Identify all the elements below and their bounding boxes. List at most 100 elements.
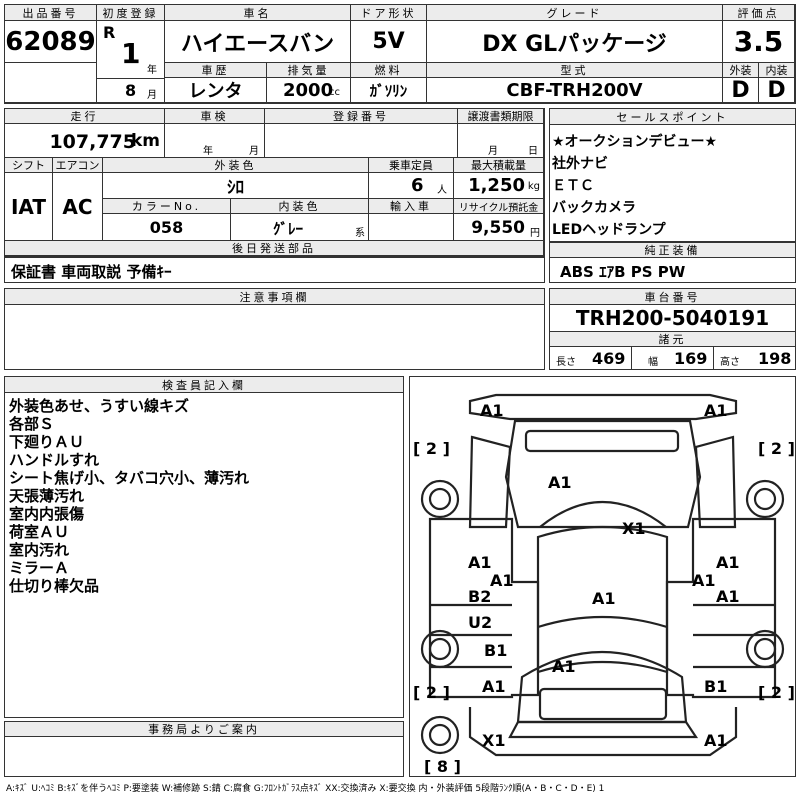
roof-outline	[536, 525, 669, 674]
interior-color-cell: ｸﾞﾚｰ 系	[231, 214, 369, 241]
mileage-value: 107,775	[49, 131, 136, 153]
door-type-value: 5V	[351, 21, 427, 63]
history-value: レンタ	[165, 78, 267, 103]
damage-mark: A1	[716, 553, 740, 572]
inspector-note-line: 天張薄汚れ	[9, 487, 85, 505]
transfer-day-unit: 日	[528, 146, 538, 157]
inspector-note-line: 外装色あせ、うすい線キズ	[9, 397, 190, 415]
reg-month-unit: 月	[147, 90, 157, 101]
later-parts-block: 保証書 車両取説 予備ｷｰ	[4, 257, 545, 283]
inspector-note-line: 室内汚れ	[9, 541, 70, 559]
tire-rear-left	[420, 629, 460, 669]
damage-mark: A1	[468, 553, 492, 572]
capacity-unit: 人	[437, 185, 447, 196]
aircon-header: エアコン	[53, 158, 103, 173]
inspector-note-line: 下廻りＡＵ	[9, 433, 85, 451]
damage-mark: A1	[704, 731, 728, 750]
first-registration-header: 初度登録	[97, 5, 165, 21]
interior-color-suffix: 系	[355, 228, 365, 239]
width-label: 幅	[648, 357, 658, 368]
inspection-header: 車検	[165, 109, 265, 124]
sales-point-item: ＥＴＣ	[552, 178, 594, 194]
exterior-score: D	[723, 78, 759, 103]
transfer-deadline-header: 譲渡書類期限	[458, 109, 544, 124]
length-label: 長さ	[556, 357, 576, 368]
history-header: 車歴	[165, 63, 267, 78]
transfer-month-unit: 月	[488, 146, 498, 157]
model-header: 型式	[427, 63, 723, 78]
damage-mark: B1	[484, 641, 508, 660]
inspector-note-line: 仕切り棒欠品	[9, 577, 100, 595]
car-name-header: 車名	[165, 5, 351, 21]
model-value: CBF-TRH200V	[427, 78, 723, 103]
damage-mark: U2	[468, 613, 493, 632]
color-number-value: 058	[103, 214, 231, 241]
damage-mark: A1	[548, 473, 572, 492]
lot-number-empty	[5, 63, 97, 103]
sales-points-header: セールスポイント	[550, 109, 795, 125]
width-value: 169	[674, 349, 708, 368]
vehicle-summary-block	[4, 4, 796, 104]
genuine-equipment-header: 純正装備	[550, 243, 795, 258]
damage-mark: A1	[490, 571, 514, 590]
genuine-equipment-value: ABS ｴｱB PS PW	[560, 263, 686, 281]
era-label: R	[103, 23, 116, 42]
interior-score-header: 内装	[759, 63, 795, 78]
damage-mark: B1	[704, 677, 728, 696]
damage-mark: A1	[592, 589, 616, 608]
tire-tread-rear-right: [ 2 ]	[758, 683, 795, 702]
car-diagram-svg	[420, 393, 785, 757]
specs-header: 諸元	[550, 332, 795, 347]
reg-month-value: 8	[125, 81, 137, 100]
vehicle-detail-block	[4, 108, 545, 257]
registration-number-header: 登録番号	[265, 109, 458, 124]
overall-score: 3.5	[723, 21, 795, 63]
damage-mark: A1	[716, 587, 740, 606]
genuine-equipment-block: 純正装備 ABS ｴｱB PS PW	[549, 242, 796, 283]
reg-year-unit: 年	[147, 65, 157, 76]
sales-points-list: ★オークションデビュー★ 社外ナビ ＥＴＣ バックカメラ LEDヘッドランプ	[552, 131, 717, 241]
capacity-cell: 6 人	[369, 173, 454, 199]
inspector-note-line: 室内内張傷	[9, 505, 85, 523]
tire-rear-right	[745, 629, 785, 669]
inspection-year-unit: 年	[203, 146, 213, 157]
lot-number-value: 62089	[5, 21, 97, 63]
grade-value: DX GLパッケージ	[427, 21, 723, 63]
tire-front-left	[420, 479, 460, 519]
registration-number-cell	[265, 124, 458, 158]
damage-legend: A:ｷｽﾞ U:ﾍｺﾐ B:ｷｽﾞを伴うﾍｺﾐ P:要塗装 W:補修跡 S:錆 …	[6, 784, 605, 794]
office-notice-block: 事務局よりご案内	[4, 721, 404, 777]
displacement-unit: cc	[329, 87, 340, 98]
left-front-fender	[468, 435, 512, 529]
aircon-value: AC	[53, 173, 103, 241]
height-value: 198	[758, 349, 792, 368]
rear-bumper-outline	[468, 707, 738, 757]
width-cell: 幅 169	[632, 347, 714, 369]
inspector-note-line: ハンドルすれ	[9, 451, 100, 469]
interior-score: D	[759, 78, 795, 103]
sales-point-item: ★オークションデビュー★	[552, 134, 718, 150]
windshield-arc	[539, 501, 667, 528]
damage-mark: A1	[482, 677, 506, 696]
sales-point-item: バックカメラ	[552, 200, 636, 216]
mileage-header: 走行	[5, 109, 165, 124]
chassis-number: TRH200-5040191	[550, 305, 795, 332]
tire-tread-front-right: [ 2 ]	[758, 439, 795, 458]
import-header: 輸入車	[369, 199, 454, 214]
sales-points-block: セールスポイント ★オークションデビュー★ 社外ナビ ＥＴＣ バックカメラ LE…	[549, 108, 796, 242]
reg-year-value: 1	[121, 37, 141, 70]
rear-hatch-outline	[538, 687, 668, 721]
exterior-color-header: 外装色	[103, 158, 369, 173]
notes-block: 注意事項欄	[4, 288, 545, 370]
inspection-month-unit: 月	[249, 146, 259, 157]
max-load-header: 最大積載量	[454, 158, 544, 173]
lot-number-header: 出品番号	[5, 5, 97, 21]
inspector-note-line: 各部Ｓ	[9, 415, 55, 433]
rear-window-outline	[516, 650, 688, 724]
door-type-header: ドア形状	[351, 5, 427, 21]
tire-spare	[420, 715, 460, 755]
inspector-note-line: ミラーＡ	[9, 559, 70, 577]
later-parts-value: 保証書 車両取説 予備ｷｰ	[11, 263, 172, 281]
damage-mark: A1	[552, 657, 576, 676]
hood-outline	[504, 419, 702, 529]
